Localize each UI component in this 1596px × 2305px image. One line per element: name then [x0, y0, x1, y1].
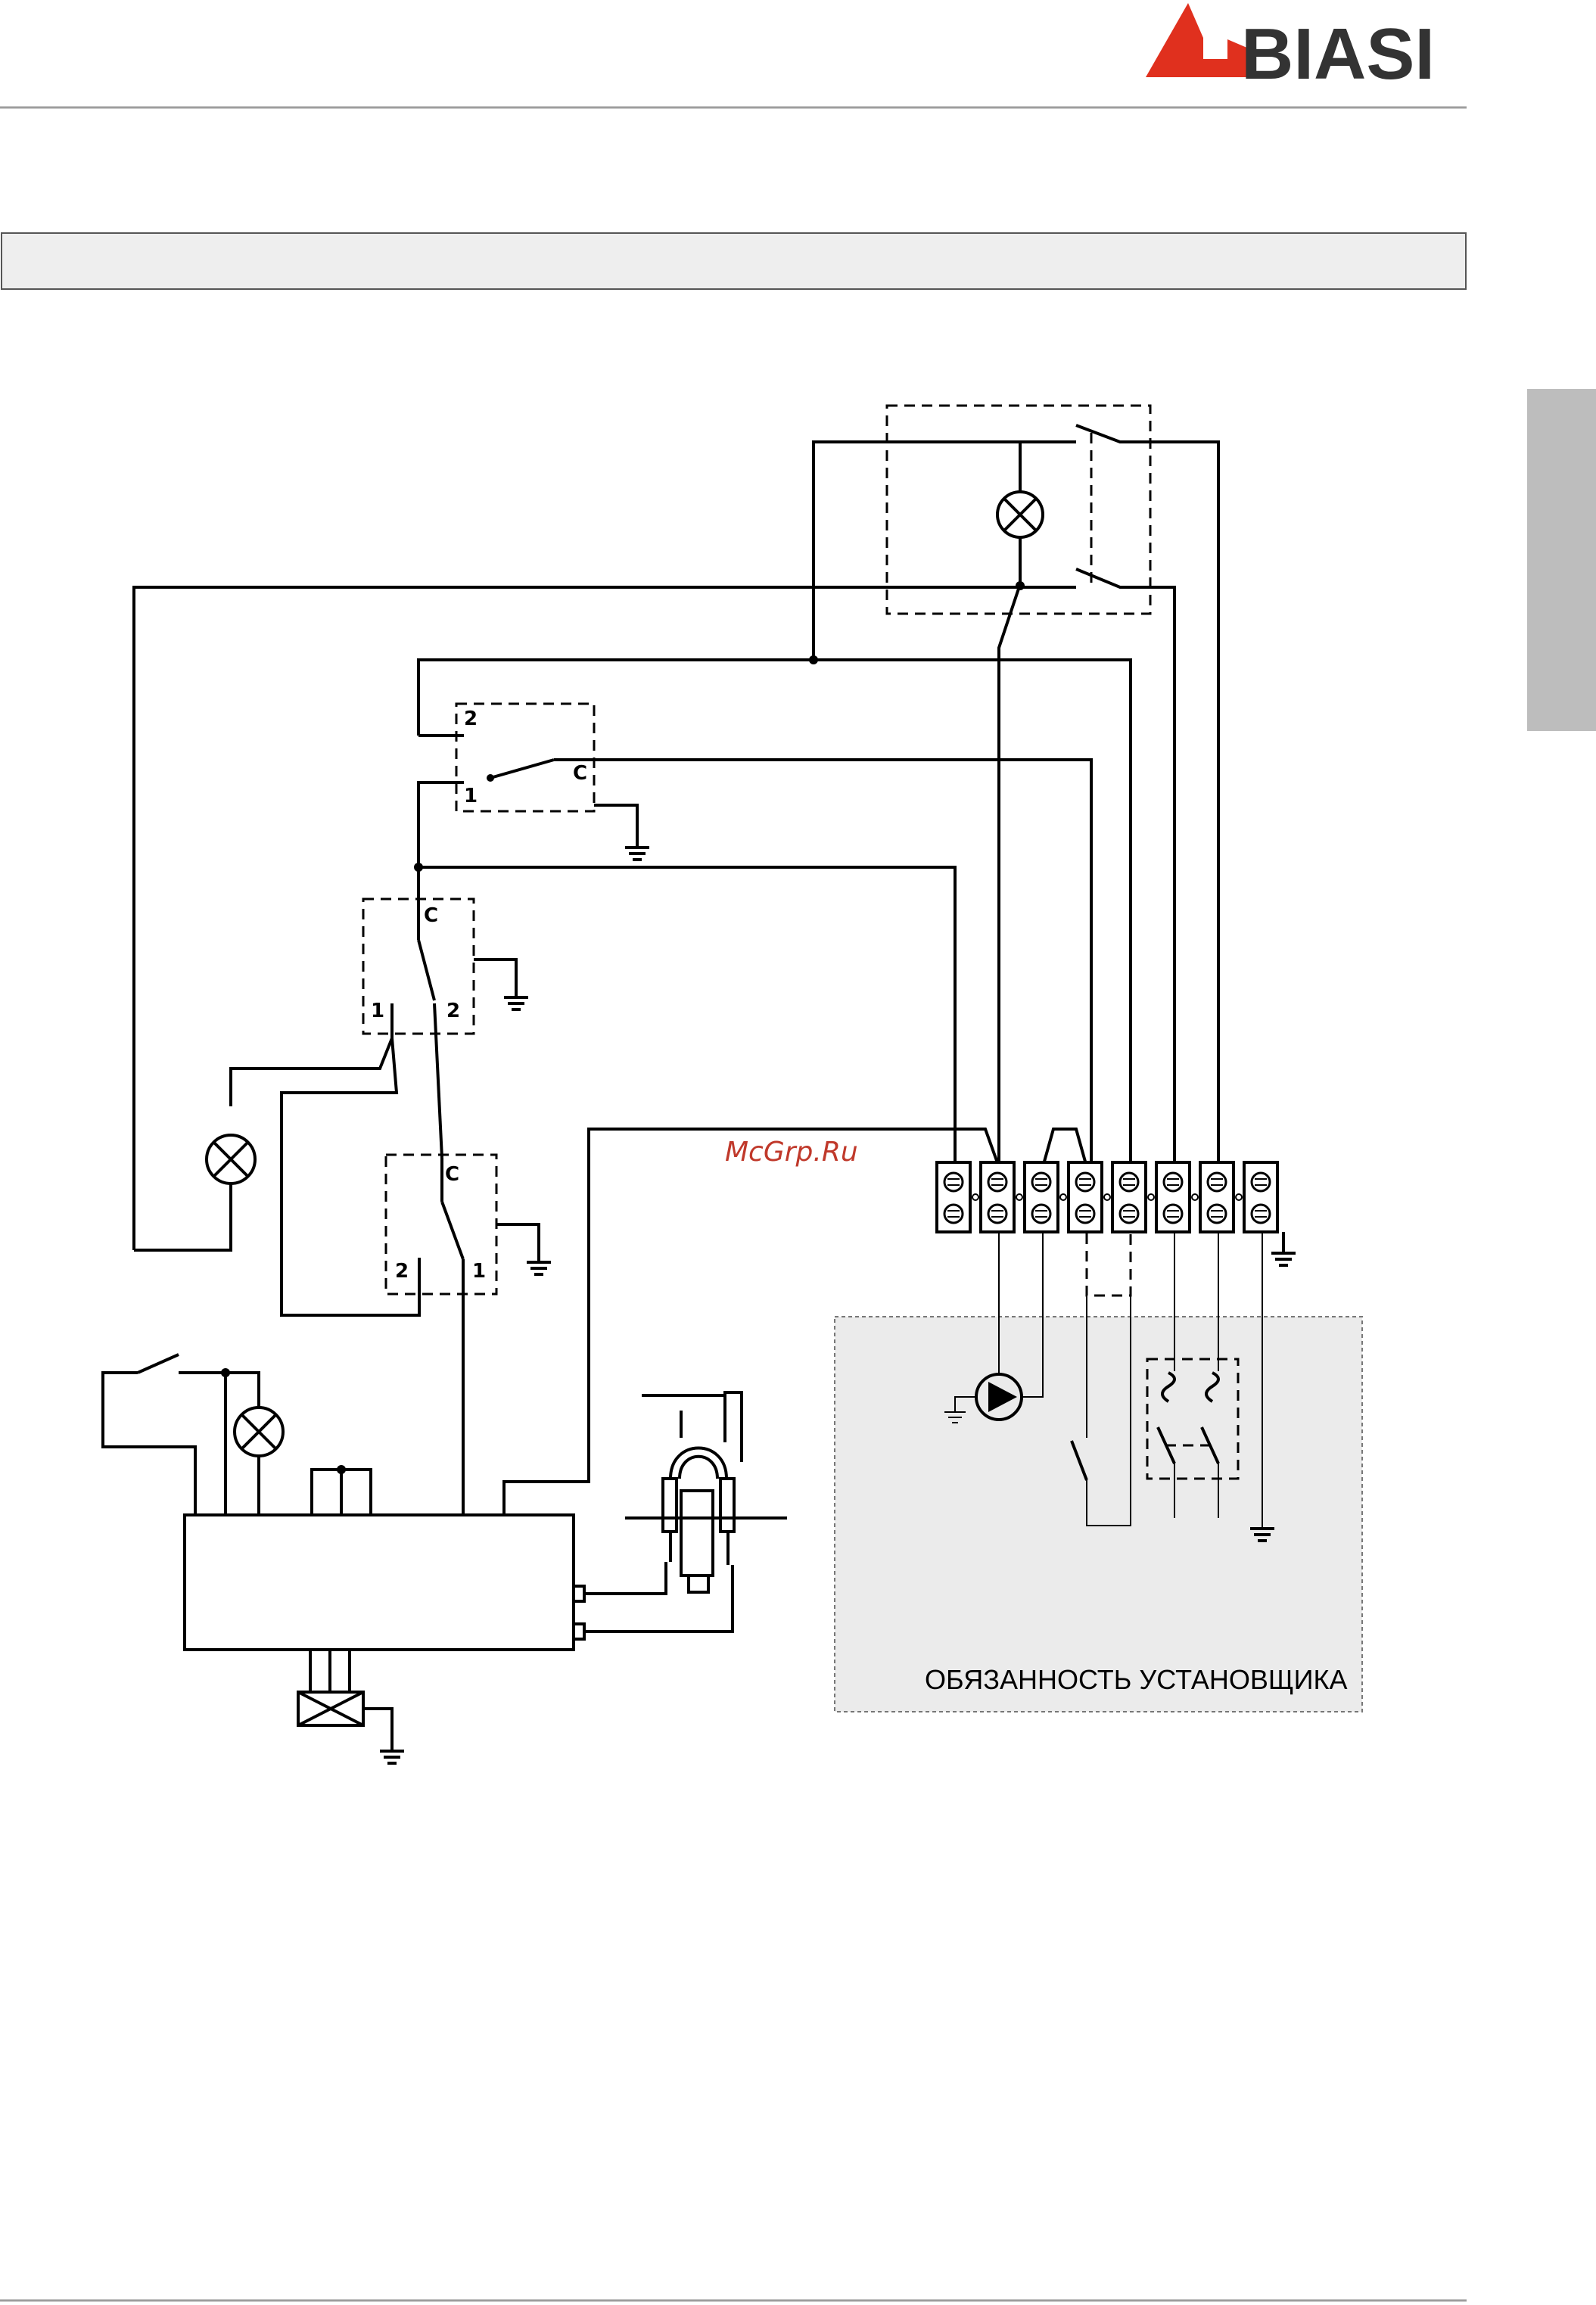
terminal-3 [1025, 1162, 1066, 1232]
terminal-2 [981, 1162, 1022, 1232]
switch-top-pin-c: C [573, 762, 587, 785]
switch-top-pin-b: 1 [464, 785, 478, 807]
terminal-8 [1244, 1162, 1277, 1232]
gas-valve-control [103, 1355, 584, 1763]
indicator-lamp-icon [997, 492, 1043, 537]
switch-bottom-pin-a: 2 [395, 1260, 409, 1283]
terminal-1 [937, 1162, 978, 1232]
switch-top-pin-a: 2 [464, 708, 478, 730]
side-tab [1527, 389, 1596, 731]
terminal-6 [1156, 1162, 1198, 1232]
brand-logo: BIASI [1146, 3, 1435, 95]
solenoid-coil-icon [298, 1692, 363, 1725]
section-header-bar [2, 233, 1466, 289]
switch-bottom-pin-b: 1 [472, 1260, 486, 1283]
switch-bottom-pin-c: C [445, 1163, 459, 1186]
ground-icon [380, 1751, 404, 1763]
switch-top: 2 1 C [418, 704, 649, 867]
installer-area: ОБЯЗАННОСТЬ УСТАНОВЩИКА [835, 1317, 1362, 1712]
terminal-4 [1069, 1162, 1110, 1232]
switch-bottom: C 2 1 [386, 1155, 551, 1515]
logo-mark-icon [1146, 3, 1249, 77]
logo-wordmark: BIASI [1241, 14, 1435, 95]
terminal-7 [1200, 1162, 1242, 1232]
terminal-5 [1112, 1162, 1154, 1232]
installer-area-label: ОБЯЗАННОСТЬ УСТАНОВЩИКА [925, 1664, 1348, 1695]
ground-icon [625, 848, 649, 860]
switch-middle-pin-b: 2 [446, 1000, 460, 1022]
ground-icon [504, 997, 528, 1009]
valve-lamp-icon [235, 1408, 283, 1456]
burner-lamp-icon [134, 1135, 255, 1250]
terminal-ground-icon [1271, 1232, 1296, 1265]
switch-middle-pin-c: C [424, 904, 438, 927]
pilot-burner-icon [584, 1392, 787, 1632]
watermark: McGrp.Ru [725, 1137, 858, 1168]
switch-middle: C 1 2 [231, 867, 528, 1315]
terminal-block [937, 1162, 1277, 1232]
ground-icon [527, 1262, 551, 1274]
switch-middle-pin-a: 1 [371, 1000, 384, 1022]
